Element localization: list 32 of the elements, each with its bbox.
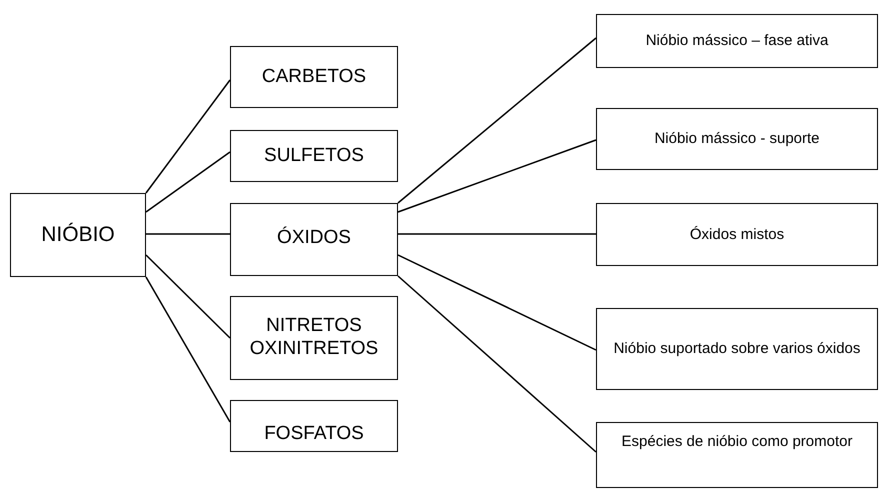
connector-line [398,37,596,204]
box-label: CARBETOS [262,66,366,88]
connector-line [398,254,596,351]
box-label: SULFETOS [264,144,364,168]
box-label: NIÓBIO [41,222,115,248]
box-label: Espécies de nióbio como promotor [622,433,852,451]
box-label: ÓXIDOS [277,227,351,250]
connector-line [398,139,596,213]
category-box [230,203,398,276]
category-box [596,14,878,68]
category-box [596,203,878,266]
category-box [596,108,878,170]
box-label: Nióbio mássico – fase ativa [646,32,828,50]
category-box [230,296,398,380]
connector-line [146,151,230,213]
connector-line [146,233,230,235]
category-box [10,193,146,277]
connector-line [145,276,231,422]
box-label: Nióbio mássico - suporte [654,130,820,148]
connector-line [398,233,596,235]
connector-line [145,254,231,339]
connector-line [398,275,596,453]
box-label: FOSFATOS [264,423,364,446]
category-box [230,130,398,182]
connector-line [145,80,231,194]
category-box [230,400,398,452]
category-box [596,422,878,488]
box-label: Nióbio suportado sobre varios óxidos [614,340,860,358]
box-label: NITRETOS OXINITRETOS [248,315,380,361]
category-box [230,46,398,108]
box-label: Óxidos mistos [690,226,784,244]
category-box [596,308,878,390]
